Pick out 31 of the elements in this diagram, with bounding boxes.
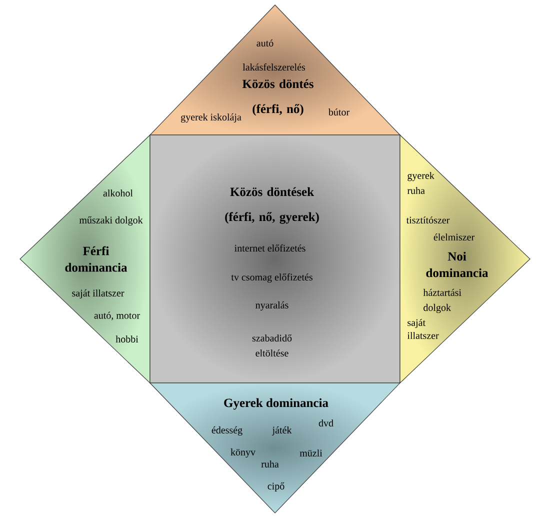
item-label: gyerek iskolája: [181, 113, 242, 123]
item-label: cipő: [268, 482, 284, 492]
item-label: nyaralás: [256, 301, 288, 311]
item-label: játék: [272, 426, 292, 436]
heading: Noi dominancia: [426, 252, 488, 278]
item-label: internet előfizetés: [234, 244, 306, 252]
item-label: saját illatszer: [72, 289, 124, 299]
square-panel: [150, 134, 400, 384]
item-label: dvd: [318, 419, 334, 426]
heading: Közös döntés (férfi, nő): [242, 79, 314, 116]
item-label: autó, motor: [94, 312, 140, 320]
item-label: gyerek ruha: [407, 172, 434, 194]
item-label: saját illatszer: [407, 318, 439, 339]
item-label: autó: [256, 39, 274, 46]
item-label: müzli: [300, 449, 322, 456]
heading: Közös döntések (férfi, nő, gyerek): [225, 187, 319, 224]
item-label: élelmiszer: [434, 233, 474, 240]
item-label: alkohol: [103, 189, 133, 196]
item-label: ruha: [261, 460, 279, 468]
item-label: tisztítószer: [406, 216, 450, 224]
item-label: hobbi: [116, 335, 138, 342]
item-label: lakásfelszerelés: [242, 63, 306, 71]
item-label: tv csomag előfizetés: [231, 273, 312, 283]
item-label: bútor: [328, 108, 350, 116]
item-label: könyv: [230, 448, 256, 458]
item-label: háztartási dolgok: [423, 288, 462, 314]
item-label: műszaki dolgok: [79, 216, 143, 226]
item-label: szabadidő eltöltése: [252, 334, 292, 356]
item-label: édesség: [212, 426, 242, 436]
heading: Gyerek dominancia: [224, 398, 328, 410]
heading: Férfi dominancia: [65, 246, 128, 272]
